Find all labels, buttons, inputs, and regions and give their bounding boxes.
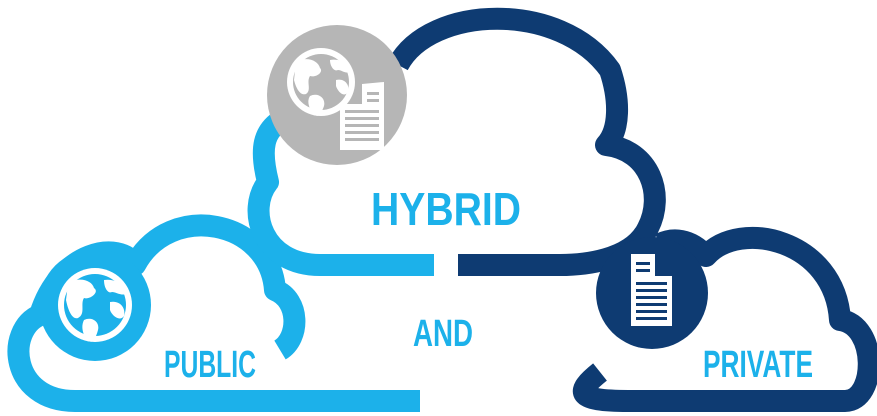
- and-label: AND: [413, 313, 473, 355]
- public-cloud-outline: [7, 214, 420, 412]
- public-label: PUBLIC: [164, 344, 256, 386]
- globe-icon: [287, 48, 355, 116]
- private-cloud: [573, 226, 877, 412]
- globe-icon: [58, 268, 132, 342]
- private-cloud-outline: [573, 226, 877, 412]
- public-cloud: [7, 214, 420, 412]
- hybrid-label: HYBRID: [371, 183, 521, 235]
- building-icon: [631, 254, 672, 326]
- hybrid-cloud-outline-left: [247, 108, 434, 276]
- private-label: PRIVATE: [703, 344, 813, 386]
- hybrid-badge: [267, 25, 407, 165]
- building-icon: [340, 82, 384, 150]
- public-badge: [39, 249, 151, 361]
- private-badge: [596, 237, 708, 349]
